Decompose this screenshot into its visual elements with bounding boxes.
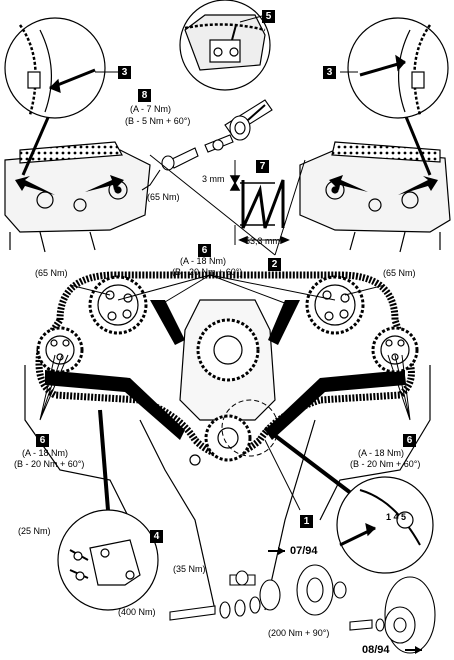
tensioner-parts (141, 99, 273, 191)
callout-6-left: 6 (36, 434, 49, 447)
label-right-65: (65 Nm) (383, 268, 416, 278)
label-bolt-200: (200 Nm + 90°) (268, 628, 330, 638)
label-bolt-35: (35 Nm) (173, 564, 206, 574)
left-detail-circle (4, 17, 106, 119)
callout-5: 5 (262, 10, 275, 23)
bracket-detail-circle (57, 509, 159, 611)
right-arrows (329, 89, 438, 195)
date-ref-0894: 08/94 (362, 644, 390, 656)
callout-6-right: 6 (403, 434, 416, 447)
right-detail-circle (347, 17, 449, 119)
leader-5 (239, 15, 263, 23)
callout-3-right: 3 (323, 66, 336, 79)
callout-3-left: 3 (118, 66, 131, 79)
timing-mark-detail-circle (336, 476, 434, 574)
label-dim-3mm: 3 mm (202, 174, 225, 184)
callout-6-top: 6 (198, 244, 211, 257)
right-cylinder-head (299, 141, 451, 253)
spring-dimension (229, 160, 290, 245)
label-item6-left-a: (A - 18 Nm) (22, 448, 69, 458)
date-ref-0794: 07/94 (290, 545, 318, 557)
label-left-65: (65 Nm) (35, 268, 68, 278)
label-bracket-25: (25 Nm) (18, 526, 51, 536)
center-detail-circle (179, 0, 271, 91)
label-dim-53mm: 53,3 mm (245, 236, 281, 246)
detail-pointers (98, 409, 362, 511)
callout-4: 4 (150, 530, 163, 543)
callout-7: 7 (256, 160, 269, 173)
callout-8: 8 (138, 89, 151, 102)
chain-guides (45, 300, 405, 440)
callout-1: 1 (300, 515, 313, 528)
label-item8-a: (A - 7 Nm) (130, 104, 172, 114)
label-item6-top-a: (A - 18 Nm) (180, 256, 227, 266)
label-tensioner-65: (65 Nm) (147, 192, 180, 202)
left-cylinder-head (4, 141, 151, 253)
timing-mark-numbers: 1 4 5 (386, 512, 407, 522)
sprockets (36, 275, 419, 466)
label-item8-b: (B - 5 Nm + 60°) (125, 116, 191, 126)
label-bolt-400: (400 Nm) (118, 607, 156, 617)
leader-lines (39, 154, 411, 561)
label-item6-left-b: (B - 20 Nm + 60°) (14, 459, 85, 469)
crank-damper-parts (169, 564, 436, 654)
crank-detail-marker (221, 399, 279, 457)
label-item6-top-b: (B - 20 Nm + 60°) (172, 267, 243, 277)
label-item6-right-b: (B - 20 Nm + 60°) (350, 459, 421, 469)
callout-2: 2 (268, 258, 281, 271)
arrow-0794-head (278, 547, 285, 555)
arrow-0894-head (415, 646, 422, 654)
label-item6-right-a: (A - 18 Nm) (358, 448, 405, 458)
